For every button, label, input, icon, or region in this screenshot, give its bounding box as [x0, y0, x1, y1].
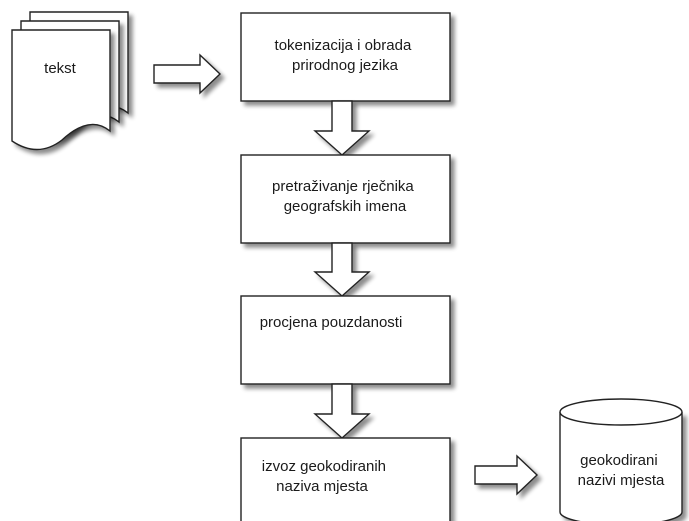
- database-cylinder-icon: geokodirani nazivi mjesta: [559, 398, 683, 521]
- arrow-right-document-to-step1: [153, 53, 222, 95]
- output-label: geokodirani nazivi mjesta: [578, 452, 665, 489]
- process-step-3: procjena pouzdanosti: [240, 295, 451, 385]
- step-3-line-1: procjena pouzdanosti: [260, 314, 403, 331]
- step-2-label: pretraživanje rječnika geografskih imena: [272, 178, 418, 215]
- step-1-label: tokenizacija i obrada prirodnog jezika: [275, 37, 416, 74]
- step-4-line-1: izvoz geokodiranih: [262, 458, 386, 475]
- output-line-1: geokodirani: [580, 452, 658, 469]
- step-1-box: [240, 12, 451, 102]
- document-label: tekst: [44, 60, 77, 77]
- process-step-4: izvoz geokodiranih naziva mjesta: [240, 437, 451, 521]
- document-sheet-front: [11, 29, 111, 151]
- step-3-box: [240, 295, 451, 385]
- arrow-down-step2-to-step3: [313, 242, 371, 297]
- database-body: [559, 412, 683, 521]
- arrow-down-step3-to-step4: [313, 383, 371, 439]
- process-step-2: pretraživanje rječnika geografskih imena: [240, 154, 451, 244]
- step-2-line-2: geografskih imena: [284, 198, 407, 215]
- step-2-line-1: pretraživanje rječnika: [272, 178, 414, 195]
- step-3-label: procjena pouzdanosti: [260, 314, 403, 331]
- step-4-label: izvoz geokodiranih naziva mjesta: [262, 458, 390, 495]
- document-stack-icon: tekst: [11, 11, 129, 151]
- process-step-1: tokenizacija i obrada prirodnog jezika: [240, 12, 451, 102]
- output-line-2: nazivi mjesta: [578, 472, 665, 489]
- step-4-line-2: naziva mjesta: [276, 478, 368, 495]
- database-top: [559, 398, 683, 426]
- step-4-box: [240, 437, 451, 521]
- step-1-line-2: prirodnog jezika: [292, 57, 399, 74]
- step-2-box: [240, 154, 451, 244]
- step-1-line-1: tokenizacija i obrada: [275, 37, 412, 54]
- arrow-down-step1-to-step2: [313, 100, 371, 156]
- arrow-right-step4-to-output: [474, 454, 539, 496]
